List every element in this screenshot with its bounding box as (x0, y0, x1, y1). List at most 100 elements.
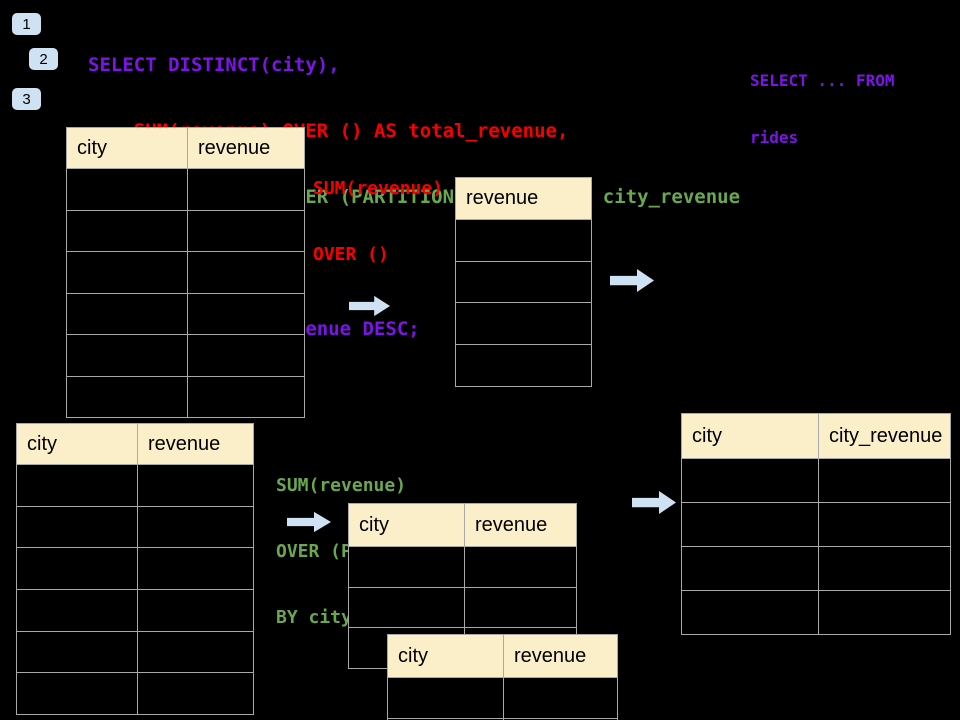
table-cell (137, 590, 253, 631)
table-row (349, 546, 576, 587)
table-cell (67, 294, 187, 335)
table-row (67, 375, 304, 418)
step-badge-1: 1 (12, 13, 41, 35)
column-header: city (77, 136, 107, 159)
table-cell (137, 506, 253, 548)
column-header: city (359, 513, 389, 536)
table-cell (67, 377, 187, 418)
table-row (67, 209, 304, 252)
sql-side-line-2: rides (750, 128, 799, 147)
table-cell (17, 465, 137, 506)
sql-line-select: SELECT DISTINCT(city), (88, 54, 340, 76)
table-row (17, 589, 253, 631)
step-badge-3: 3 (12, 88, 41, 110)
table-cell (818, 459, 950, 502)
table-cell (17, 590, 137, 631)
table-cell (456, 303, 591, 344)
table-cell (137, 673, 253, 715)
table-row (67, 334, 304, 376)
arrow-right-icon (287, 511, 331, 533)
table-cell (456, 345, 591, 386)
table-cell (682, 591, 818, 634)
table-cell (456, 220, 591, 261)
table-cell (67, 211, 187, 252)
column-header: revenue (464, 504, 576, 546)
table-row (67, 168, 304, 210)
table-row (682, 458, 950, 502)
table-row (682, 546, 950, 590)
table-row (17, 630, 253, 673)
table-cell (349, 547, 464, 587)
arrow-right-icon (349, 295, 391, 317)
table-cell (17, 548, 137, 589)
table-source-top: city revenue (66, 127, 305, 418)
table-cell (187, 169, 304, 210)
table-row (456, 302, 591, 344)
table-row (17, 547, 253, 590)
table-cell (17, 632, 137, 673)
table-row (456, 219, 591, 261)
table-row (456, 260, 591, 303)
table-cell (818, 547, 950, 590)
table-cell (17, 673, 137, 714)
table-cell (187, 252, 304, 293)
table-row (17, 672, 253, 715)
table-header-row: city revenue (17, 424, 253, 464)
column-header: revenue (466, 187, 539, 209)
arrow-right-icon (610, 269, 654, 292)
table-cell (456, 262, 591, 303)
table-cell (464, 587, 576, 628)
table-row (17, 505, 253, 548)
table-row (456, 344, 591, 386)
table-row (349, 586, 576, 628)
table-cell (682, 503, 818, 546)
table-header-row: city city_revenue (682, 414, 950, 458)
table-row (17, 464, 253, 506)
table-cell (503, 678, 617, 718)
table-cell (67, 335, 187, 376)
table-header-row: revenue (456, 178, 591, 219)
label-sum-over-total: SUM(revenue) OVER () (313, 134, 443, 310)
table-header-row: city revenue (349, 504, 576, 546)
table-cell (349, 588, 464, 628)
table-cell (187, 376, 304, 417)
table-cell (682, 547, 818, 590)
sql-side-line-1: SELECT ... FROM (750, 71, 895, 90)
label-total-line-2: OVER () (313, 244, 389, 265)
table-cell (137, 465, 253, 506)
table-cell (187, 293, 304, 334)
table-cell (818, 503, 950, 546)
table-cell (67, 169, 187, 210)
column-header: revenue (503, 635, 617, 677)
table-cell (464, 547, 576, 587)
table-cell (17, 507, 137, 548)
column-header: city (27, 432, 57, 455)
table-cell (67, 252, 187, 293)
label-total-line-1: SUM(revenue) (313, 178, 444, 199)
table-cell (137, 548, 253, 590)
table-row (67, 251, 304, 293)
table-cell (137, 631, 253, 673)
step-badge-2: 2 (29, 48, 58, 70)
column-header: revenue (187, 128, 304, 168)
table-row (388, 677, 617, 718)
table-total-result: revenue (455, 177, 592, 387)
table-cell (388, 678, 503, 718)
table-cell (187, 335, 304, 376)
table-cell (682, 459, 818, 502)
column-header: city_revenue (818, 414, 950, 458)
sql-side-note: SELECT ... FROM rides (750, 33, 895, 185)
table-row (682, 502, 950, 546)
table-row (67, 292, 304, 335)
table-cell (818, 591, 950, 634)
column-header: revenue (137, 424, 253, 464)
column-header: city (692, 424, 722, 447)
table-row (682, 590, 950, 634)
table-header-row: city revenue (67, 128, 304, 168)
arrow-right-icon (632, 491, 676, 514)
table-cell (187, 210, 304, 251)
table-partition-front: city revenue (387, 634, 618, 720)
label-partition-line-1: SUM(revenue) (276, 475, 407, 496)
column-header: city (398, 644, 428, 667)
